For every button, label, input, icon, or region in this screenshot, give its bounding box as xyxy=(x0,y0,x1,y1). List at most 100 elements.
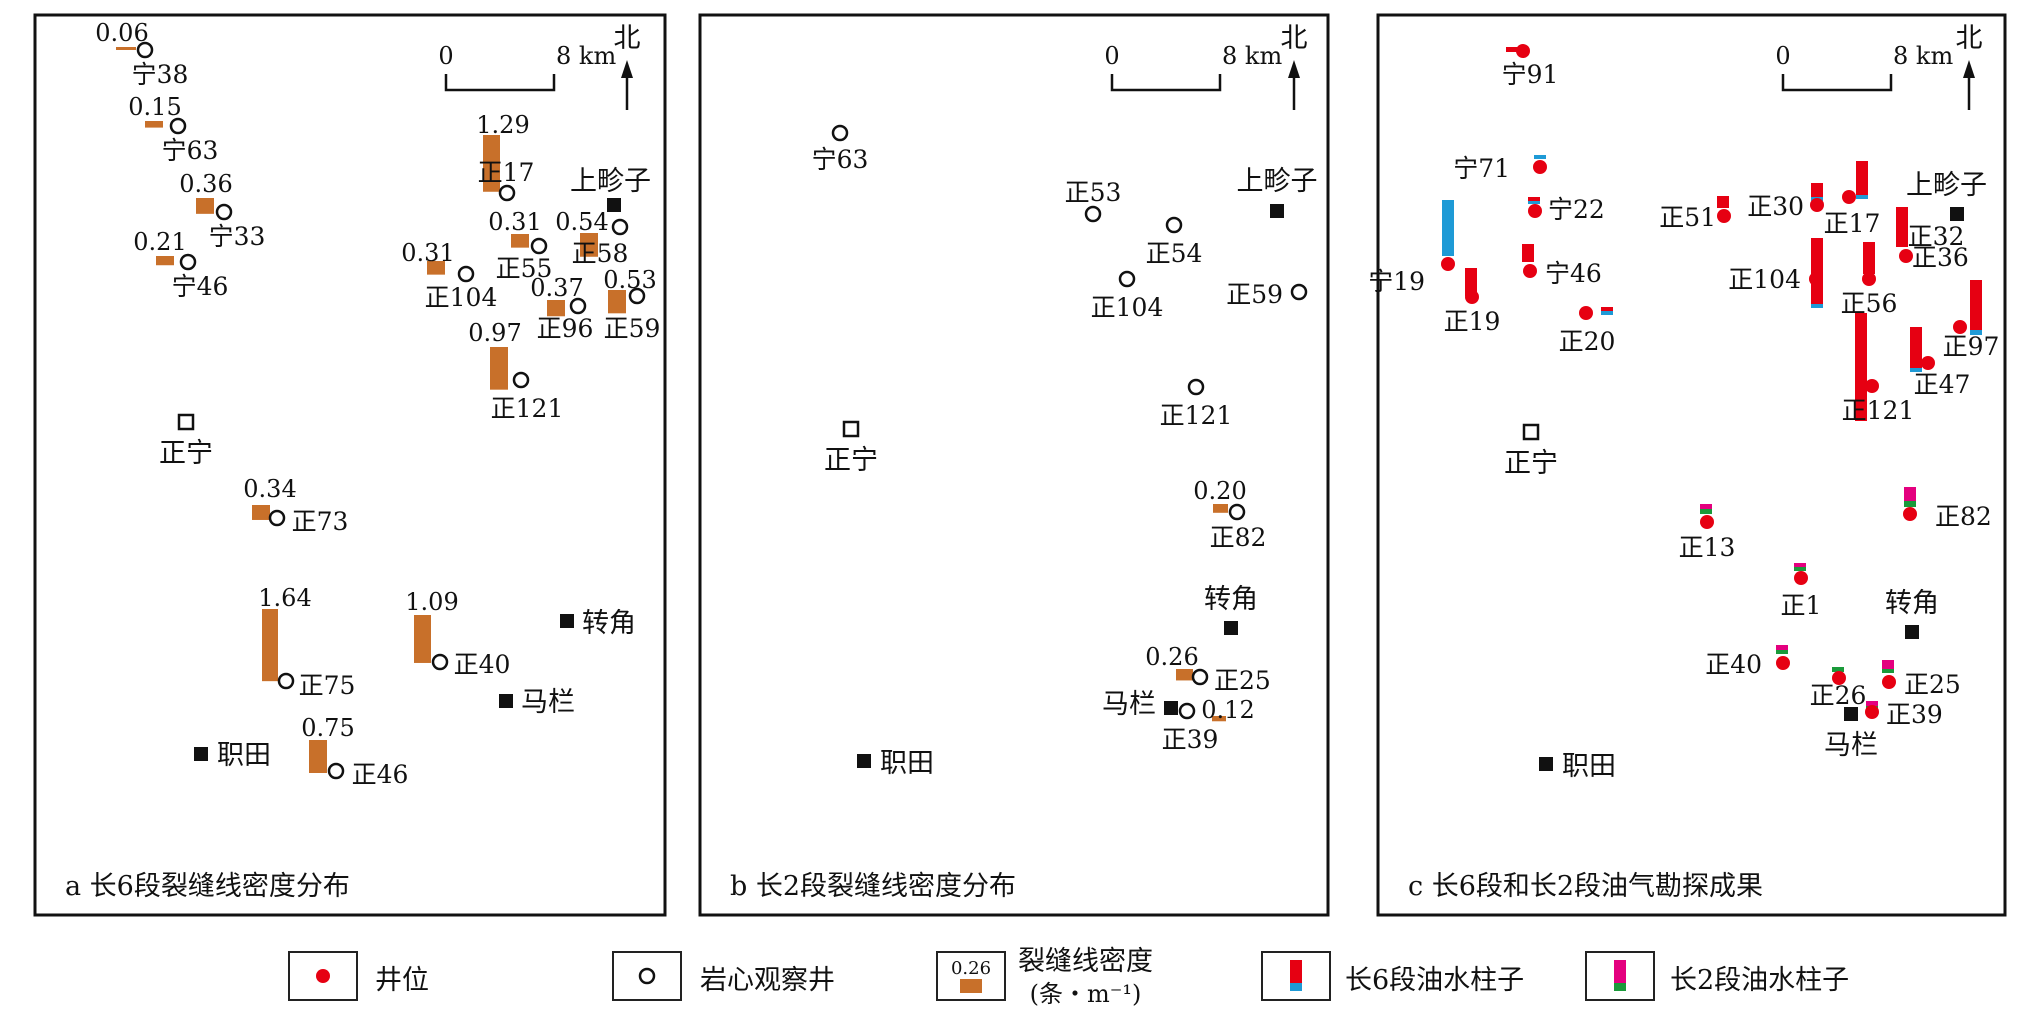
legend-box-chang2 xyxy=(1585,951,1655,1001)
oil-column xyxy=(1896,207,1908,247)
exploration-well: 宁22 xyxy=(1528,195,1605,224)
oil-column xyxy=(1856,161,1868,195)
core-well-circle xyxy=(431,653,449,671)
water-column xyxy=(1882,669,1894,673)
well-name: 正104 xyxy=(1091,293,1164,322)
fracture-density-value: 0.12 xyxy=(1201,696,1254,724)
town-name: 职田 xyxy=(1562,751,1616,782)
fracture-density-value: 1.64 xyxy=(258,584,311,612)
water-column xyxy=(1601,311,1613,315)
fracture-density-bar xyxy=(511,234,529,248)
exploration-well: 正47 xyxy=(1910,327,1970,399)
town-square-filled xyxy=(857,754,871,768)
town-marker: 马栏 xyxy=(1824,707,1878,761)
well-name: 宁46 xyxy=(1545,259,1602,288)
well-name: 正54 xyxy=(1146,239,1203,268)
north-arrow: 北 xyxy=(1281,23,1308,110)
town-square-filled xyxy=(1844,707,1858,721)
well-dot xyxy=(1862,272,1876,286)
core-well-circle xyxy=(327,762,345,780)
well-name: 正121 xyxy=(491,394,564,423)
panel-title: c 长6段和长2段油气勘探成果 xyxy=(1408,871,1763,902)
well-name: 正47 xyxy=(1914,370,1971,399)
well-name: 正96 xyxy=(537,314,594,343)
panel-frame xyxy=(33,13,667,917)
panel-frame xyxy=(1376,13,2007,917)
core-well: 正53 xyxy=(1065,178,1122,223)
oil-column xyxy=(1465,268,1477,296)
well-dot xyxy=(1865,379,1879,393)
oil-column xyxy=(1811,238,1823,304)
well-name: 宁63 xyxy=(162,136,219,165)
exploration-well: 宁91 xyxy=(1502,44,1558,89)
north-arrow-head xyxy=(1963,60,1975,78)
scale-max-label: 8 km xyxy=(1893,42,1953,70)
fracture-density-bar xyxy=(1212,716,1226,722)
legend-density-sample: 0.26 xyxy=(951,958,991,979)
fracture-density-value: 0.26 xyxy=(1145,643,1198,671)
oil-column xyxy=(1776,645,1788,650)
north-label: 北 xyxy=(1281,23,1308,54)
well-name: 正53 xyxy=(1065,178,1122,207)
north-arrow-head xyxy=(1288,60,1300,78)
fracture-density-bar xyxy=(145,121,163,128)
oil-column xyxy=(1528,197,1540,201)
fracture-density-bar xyxy=(252,505,270,520)
well-dot xyxy=(1832,671,1846,685)
fracture-density-value: 0.37 xyxy=(530,274,583,302)
north-arrow: 北 xyxy=(1956,23,1983,110)
fracture-density-bar xyxy=(309,740,327,773)
town-square-filled xyxy=(607,198,621,212)
well-name: 宁19 xyxy=(1368,267,1425,296)
well-name: 正30 xyxy=(1747,192,1804,221)
legend-box-chang6 xyxy=(1261,951,1331,1001)
well-name: 正39 xyxy=(1886,700,1943,729)
well-name: 正46 xyxy=(352,760,409,789)
exploration-well: 正13 xyxy=(1679,504,1735,562)
well-name: 正121 xyxy=(1160,401,1233,430)
town-marker: 职田 xyxy=(857,748,934,779)
exploration-well: 正82 xyxy=(1903,487,1992,531)
core-well-circle xyxy=(569,297,587,315)
well-name: 正26 xyxy=(1810,681,1867,710)
fracture-density-bar xyxy=(262,609,278,682)
fracture-density-value: 0.75 xyxy=(301,714,354,742)
fracture-density-value: 0.34 xyxy=(243,475,296,503)
legend-box-well xyxy=(288,951,358,1001)
town-square-filled xyxy=(1905,625,1919,639)
fracture-density-bar xyxy=(483,135,500,192)
scale-max-label: 8 km xyxy=(1222,42,1282,70)
legend-label-density: 裂缝线密度 (条・m⁻¹) xyxy=(1018,946,1153,1010)
well-dot xyxy=(1516,44,1530,58)
town-marker: 转角 xyxy=(560,608,636,639)
core-well-circle xyxy=(215,203,233,221)
exploration-well: 正17 xyxy=(1824,161,1881,238)
well-name: 正82 xyxy=(1935,502,1992,531)
well-name: 正56 xyxy=(1841,289,1898,318)
fracture-density-value: 0.53 xyxy=(603,266,656,294)
town-name: 上畛子 xyxy=(1237,166,1318,197)
well-name: 正17 xyxy=(1824,209,1881,238)
scale-bar: 0 8 km xyxy=(1104,42,1282,92)
well-name: 正59 xyxy=(604,314,661,343)
well-name: 正97 xyxy=(1943,332,2000,361)
town-name: 上畛子 xyxy=(570,166,651,197)
north-arrow-head xyxy=(621,60,633,78)
north-label: 北 xyxy=(614,23,641,54)
town-marker: 马栏 xyxy=(499,687,575,718)
town-name: 转角 xyxy=(1204,584,1258,615)
well-dot xyxy=(1533,160,1547,174)
well-dot xyxy=(1465,290,1479,304)
well-name: 宁38 xyxy=(132,60,189,89)
core-well-circle xyxy=(268,509,286,527)
well-name: 正55 xyxy=(496,254,553,283)
scale-zero-label: 0 xyxy=(1104,42,1119,70)
well-dot xyxy=(1776,656,1790,670)
water-column xyxy=(1534,155,1546,159)
